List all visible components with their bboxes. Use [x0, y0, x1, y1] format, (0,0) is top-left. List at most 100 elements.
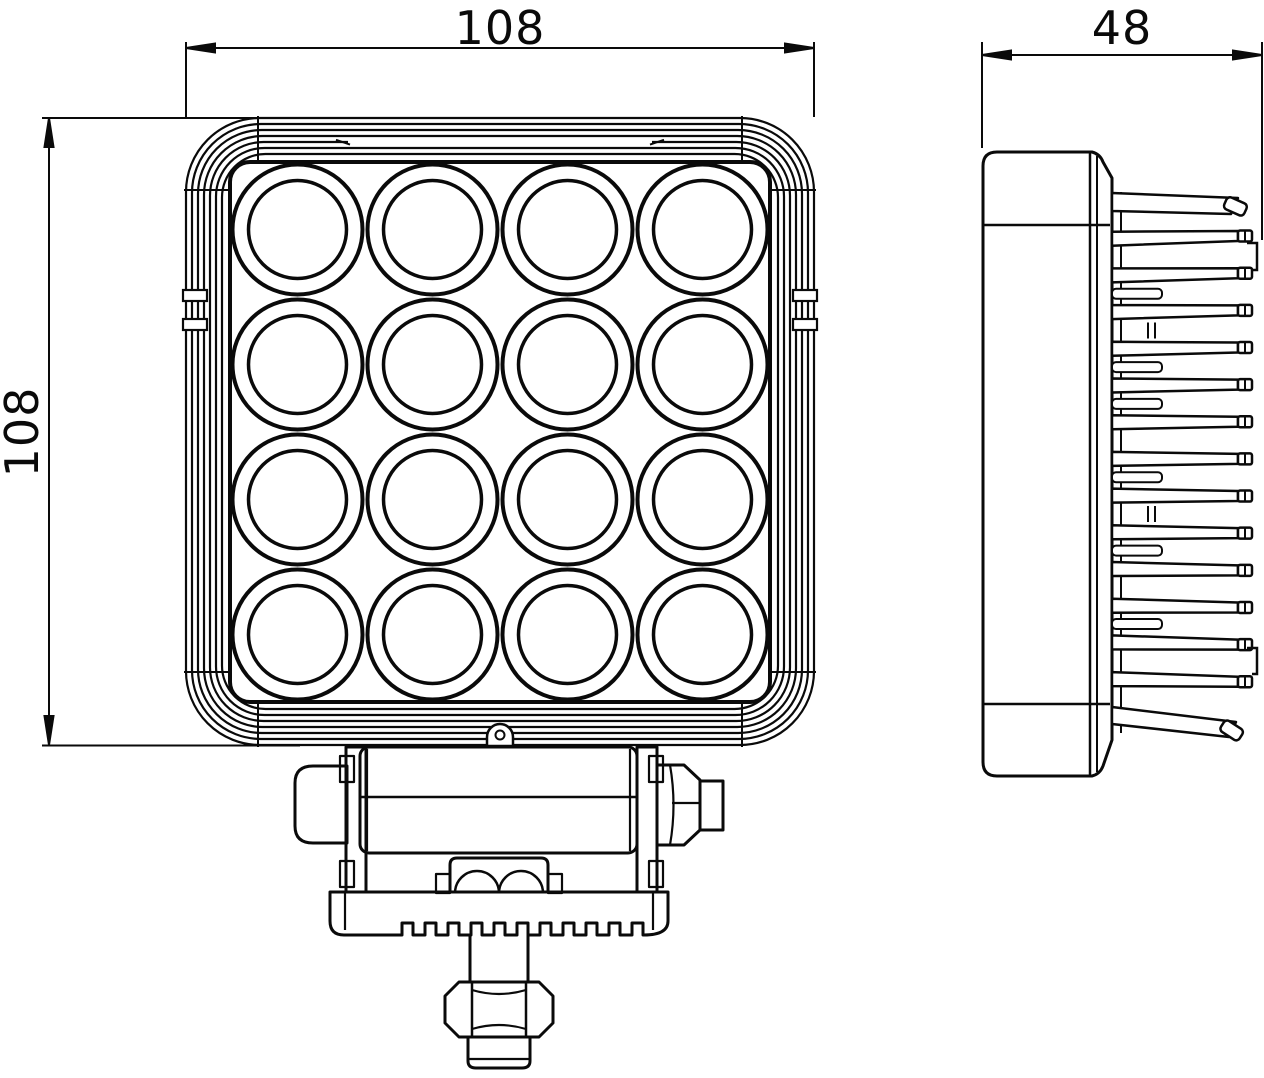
led-lens — [500, 567, 635, 702]
heatsink-fin — [1110, 524, 1254, 541]
fin-blade — [1110, 450, 1240, 468]
stud-upper — [468, 935, 530, 982]
heatsink-fin — [1110, 670, 1254, 689]
led-outer-ring — [500, 567, 635, 702]
bottom-notch — [485, 722, 515, 748]
led-lens — [365, 162, 500, 297]
fin-tip-connector-lower — [1247, 646, 1259, 676]
led-outer-ring — [500, 297, 635, 432]
heatsink-stub-fin — [1111, 361, 1163, 374]
led-outer-ring — [365, 162, 500, 297]
fin-blade — [1110, 524, 1240, 541]
base-plate-innerlines — [343, 892, 655, 930]
fin-blade — [1110, 377, 1240, 394]
led-inner-ring — [516, 448, 619, 551]
heatsink-fin — [1110, 450, 1254, 468]
housing-outline — [214, 146, 786, 717]
bottom-notch-dome — [485, 722, 515, 748]
dim-arrow-right — [1232, 49, 1263, 61]
heatsink-fin — [1110, 597, 1254, 615]
led-lens — [635, 567, 770, 702]
led-outer-ring — [500, 162, 635, 297]
stud-hex-facets — [470, 983, 528, 1036]
heatsink-stub-fin — [1111, 287, 1163, 300]
bezel-groove-slants — [335, 138, 665, 146]
housing-outline — [196, 128, 804, 735]
led-lens — [500, 162, 635, 297]
stud-end — [466, 1037, 532, 1070]
fin-blade — [1110, 413, 1240, 431]
bracket-arm-right — [635, 745, 659, 894]
side-view — [981, 150, 1259, 778]
dim-height-label: 108 — [0, 387, 49, 478]
heatsink-stub-fin — [1111, 397, 1163, 410]
heatsink-stub-fin — [1111, 618, 1163, 631]
led-inner-ring — [381, 583, 484, 686]
heatsink-stub-fin — [1111, 471, 1163, 484]
led-inner-ring — [651, 178, 754, 281]
side-tab-right-upper — [791, 288, 819, 303]
led-lens — [635, 162, 770, 297]
led-inner-ring — [516, 583, 619, 686]
led-lens — [500, 297, 635, 432]
dim-arrow-left — [185, 42, 216, 54]
dim-width-label: 108 — [455, 1, 546, 55]
fin-blade — [1110, 670, 1240, 688]
led-lens — [230, 297, 365, 432]
side-housing-body — [981, 150, 1114, 778]
dim-arrow-down — [43, 715, 55, 746]
led-inner-ring — [246, 313, 349, 416]
fin-blade — [1110, 303, 1240, 321]
led-inner-ring — [381, 448, 484, 551]
led-inner-ring — [516, 178, 619, 281]
led-lens — [635, 432, 770, 567]
led-lens — [230, 162, 365, 297]
dim-width — [185, 42, 815, 117]
heatsink-fin — [1110, 634, 1254, 652]
fin-blade — [1110, 266, 1240, 284]
led-inner-ring — [651, 313, 754, 416]
housing-outline — [220, 152, 780, 711]
side-tab-left-upper — [181, 288, 209, 303]
washer-lug — [546, 872, 564, 895]
pivot-cap-left — [293, 764, 349, 845]
arm-tab — [647, 859, 665, 889]
led-lens — [635, 297, 770, 432]
led-inner-ring — [651, 448, 754, 551]
fin-blade — [1110, 560, 1240, 578]
led-outer-ring — [635, 432, 770, 567]
heatsink-rib — [1147, 505, 1156, 522]
housing-outline — [202, 134, 798, 729]
bottom-notch-hole — [494, 729, 506, 741]
led-outer-ring — [230, 432, 365, 567]
heatsink-rib — [1147, 322, 1156, 339]
serrated-washer — [448, 856, 550, 893]
led-lens — [500, 432, 635, 567]
arm-tab — [338, 859, 356, 889]
heatsink-fin — [1110, 229, 1254, 247]
housing-outline — [190, 122, 810, 741]
fin-tip-hook — [1222, 196, 1249, 217]
fin-blade — [1110, 487, 1240, 504]
corner-ticks — [184, 116, 816, 747]
bracket-arm-left — [344, 745, 368, 894]
led-lens — [365, 567, 500, 702]
heatsink-fin — [1110, 413, 1254, 431]
housing-outline — [208, 140, 792, 723]
heatsink-fin — [1110, 560, 1254, 578]
led-outer-ring — [230, 297, 365, 432]
led-outer-ring — [365, 567, 500, 702]
side-tab-right-lower — [791, 317, 819, 332]
led-outer-ring — [635, 162, 770, 297]
side-tab-left-lower — [181, 317, 209, 332]
fin-blade — [1110, 191, 1240, 216]
base-plate — [328, 890, 670, 937]
led-lens — [230, 567, 365, 702]
heatsink-fin — [1110, 340, 1254, 358]
heatsink-fin — [1110, 377, 1254, 394]
led-outer-ring — [365, 297, 500, 432]
bezel-groove-gap — [348, 139, 652, 145]
led-outer-ring — [230, 567, 365, 702]
